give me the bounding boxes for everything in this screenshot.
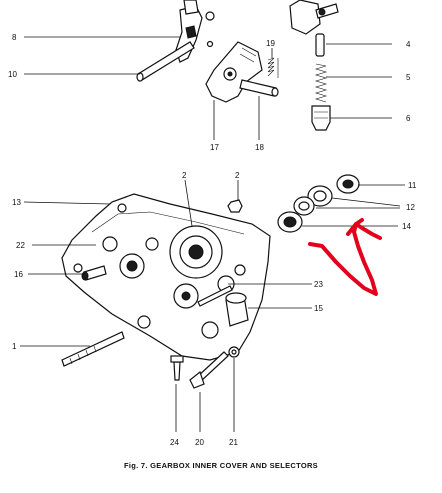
- callout-18: 18: [255, 143, 264, 152]
- callout-5: 5: [406, 73, 411, 82]
- callout-13: 13: [12, 198, 21, 207]
- quadrant-pin: [239, 79, 279, 97]
- stud-1: [61, 331, 125, 367]
- figure-caption: Fig. 7. GEARBOX INNER COVER AND SELECTOR…: [124, 461, 318, 470]
- callout-21: 21: [229, 438, 238, 447]
- washer-21: [228, 346, 240, 358]
- selector-fork-right: [289, 0, 339, 35]
- small-spring-19: [267, 57, 279, 78]
- callout-19: 19: [266, 39, 275, 48]
- callout-23: 23: [314, 280, 323, 289]
- callout-6: 6: [406, 114, 411, 123]
- callout-8: 8: [12, 33, 17, 42]
- callout-1: 1: [12, 342, 17, 351]
- leader-lines: [20, 36, 405, 432]
- screw-24: [170, 355, 184, 381]
- washer-12: [307, 185, 333, 207]
- bush-15: [225, 292, 249, 327]
- callout-4: 4: [406, 40, 411, 49]
- nut-2: [227, 199, 243, 213]
- callout-12: 12: [406, 203, 415, 212]
- detent-spring: [314, 63, 328, 103]
- bolt-20: [189, 351, 229, 389]
- callout-14: 14: [402, 222, 411, 231]
- callout-2b: 2: [235, 171, 240, 180]
- callout-11: 11: [408, 181, 417, 190]
- washer-12b: [293, 196, 315, 216]
- callout-16: 16: [14, 270, 23, 279]
- callout-24: 24: [170, 438, 179, 447]
- callout-17: 17: [210, 143, 219, 152]
- callout-15: 15: [314, 304, 323, 313]
- screw-23: [197, 285, 233, 307]
- bush-14: [277, 211, 303, 233]
- red-annotation-arrow: [308, 218, 382, 296]
- callout-2: 2: [182, 171, 187, 180]
- bush-11: [336, 174, 360, 194]
- selector-rod: [136, 41, 195, 82]
- gearbox-inner-cover: [61, 193, 271, 361]
- callout-10: 10: [8, 70, 17, 79]
- callout-20: 20: [195, 438, 204, 447]
- callout-22: 22: [16, 241, 25, 250]
- gear-quadrant: [205, 41, 263, 103]
- detent-pin: [315, 33, 325, 57]
- detent-plunger: [311, 105, 331, 131]
